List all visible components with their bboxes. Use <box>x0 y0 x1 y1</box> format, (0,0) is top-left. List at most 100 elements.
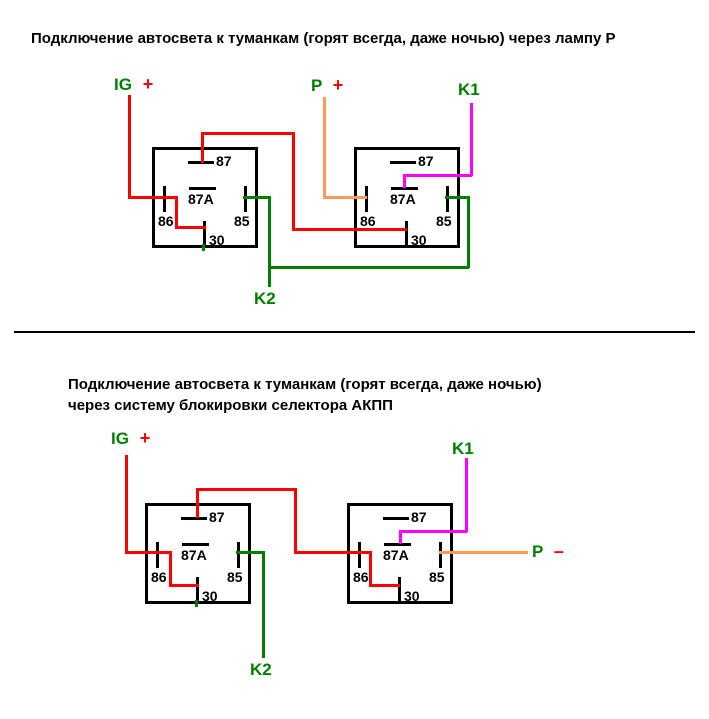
top-relay1-85-to-k2-seg2 <box>268 196 271 287</box>
pin-86-contact <box>156 542 159 568</box>
top-k1-to-relay2-87a-seg3 <box>403 174 406 188</box>
top-relay1-87-to-relay2-30-seg1 <box>201 132 204 163</box>
terminal-p-bottom-sign: – <box>553 541 564 561</box>
pin-87a-contact <box>391 187 418 190</box>
pin-30-label: 30 <box>404 588 420 604</box>
terminal-p-top: P + <box>311 75 344 95</box>
bottom-relay3-87-to-relay4-seg6 <box>369 584 400 587</box>
terminal-k2-bottom-label: K2 <box>250 660 272 679</box>
pin-86-contact <box>163 186 166 212</box>
terminal-k2-top-label: K2 <box>254 289 276 308</box>
terminal-ig-top: IG + <box>114 74 154 94</box>
top-p-to-relay2-86-seg2 <box>323 196 367 199</box>
bottom-relay3-87-to-relay4-seg2 <box>196 488 296 491</box>
top-relay1-85-to-k2-seg1 <box>243 196 270 199</box>
bottom-relay4-85-to-p-seg1 <box>439 551 528 554</box>
pin-85-label: 85 <box>234 213 250 229</box>
terminal-p-bottom: P – <box>532 541 564 561</box>
top-relay1-87-to-relay2-30-seg3 <box>292 132 295 230</box>
pin-87a-label: 87A <box>188 191 214 207</box>
bottom-relay3-87-to-relay4-seg3 <box>294 488 297 553</box>
bottom-diagram-title: Подключение автосвета к туманкам (горят … <box>68 374 542 416</box>
pin-86-contact <box>358 542 361 568</box>
pin-87-contact <box>383 517 409 520</box>
bottom-k1-to-relay4-87a-seg2 <box>399 530 467 533</box>
bottom-relay3-87-to-relay4-seg5 <box>369 551 372 586</box>
terminal-ig-top-sign: + <box>142 74 154 94</box>
pin-30-contact <box>196 577 199 601</box>
terminal-k1-top: K1 <box>458 81 480 98</box>
pin-86-label: 86 <box>151 569 167 585</box>
top-relay1-87-to-relay2-30-seg2 <box>201 132 294 135</box>
pin-85-label: 85 <box>436 213 452 229</box>
pin-85-contact <box>244 186 247 212</box>
pin-86-label: 86 <box>360 213 376 229</box>
terminal-ig-bottom-sign: + <box>139 428 151 448</box>
terminal-k1-bottom-label: K1 <box>452 439 474 458</box>
pin-87a-label: 87A <box>383 547 409 563</box>
top-relay2-85-to-k2-bus-seg1 <box>445 196 469 199</box>
bottom-title-line2: через систему блокировки селектора АКПП <box>68 397 393 414</box>
bottom-relay3-87-to-relay4-seg1 <box>196 488 199 518</box>
pin-86-label: 86 <box>158 213 174 229</box>
pin-30-label: 30 <box>209 232 225 248</box>
top-k1-to-relay2-87a-seg2 <box>403 174 472 177</box>
bottom-relay3-30-tick-seg1 <box>195 600 198 607</box>
top-relay1-30-tick-seg1 <box>202 244 205 251</box>
pin-87a-label: 87A <box>181 547 207 563</box>
bottom-ig-to-relay3-86-30-seg3 <box>169 551 172 586</box>
bottom-ig-to-relay3-86-30-seg2 <box>125 551 171 554</box>
pin-85-contact <box>439 542 442 568</box>
top-k1-to-relay2-87a-seg1 <box>470 103 473 176</box>
terminal-ig-top-label: IG <box>114 75 132 94</box>
pin-30-label: 30 <box>202 588 218 604</box>
pin-30-contact <box>398 577 401 601</box>
pin-85-label: 85 <box>429 569 445 585</box>
bottom-ig-to-relay3-86-30-seg4 <box>169 584 199 587</box>
section-divider <box>14 331 695 333</box>
bottom-relay3-87-to-relay4-seg4 <box>294 551 371 554</box>
terminal-k1-top-label: K1 <box>458 80 480 99</box>
pin-87-contact <box>390 161 416 164</box>
bottom-relay3-85-to-k2-seg2 <box>262 551 265 658</box>
pin-85-contact <box>446 186 449 212</box>
top-relay2-85-to-k2-bus-seg3 <box>268 266 469 269</box>
terminal-k2-bottom: K2 <box>250 661 272 678</box>
bottom-k1-to-relay4-87a-seg1 <box>465 458 468 532</box>
terminal-p-bottom-label: P <box>532 542 544 561</box>
pin-30-contact <box>203 221 206 245</box>
bottom-relay3-85-to-k2-seg1 <box>236 551 264 554</box>
bottom-k1-to-relay4-87a-seg3 <box>399 530 402 544</box>
top-diagram-title: Подключение автосвета к туманкам (горят … <box>31 30 616 47</box>
terminal-p-top-label: P <box>311 76 323 95</box>
top-ig-to-relay1-86-30-seg3 <box>175 196 178 228</box>
top-ig-to-relay1-86-30-seg2 <box>128 196 177 199</box>
terminal-ig-bottom-label: IG <box>111 429 129 448</box>
terminal-k1-bottom: K1 <box>452 440 474 457</box>
top-ig-to-relay1-86-30-seg4 <box>175 226 206 229</box>
terminal-ig-bottom: IG + <box>111 428 151 448</box>
pin-87a-contact <box>189 187 216 190</box>
relay-bottom-left: 87 87A 86 85 30 <box>145 503 251 604</box>
relay-top-right: 87 87A 86 85 30 <box>354 147 460 248</box>
bottom-title-line1: Подключение автосвета к туманкам (горят … <box>68 376 542 393</box>
pin-85-label: 85 <box>227 569 243 585</box>
top-relay1-87-to-relay2-30-seg4 <box>292 228 407 231</box>
pin-87-contact <box>181 517 207 520</box>
terminal-k2-top: K2 <box>254 290 276 307</box>
top-p-to-relay2-86-seg1 <box>323 97 326 198</box>
terminal-p-top-sign: + <box>332 75 344 95</box>
pin-86-label: 86 <box>353 569 369 585</box>
top-relay2-85-to-k2-bus-seg2 <box>467 196 470 268</box>
pin-87-label: 87 <box>209 509 225 525</box>
pin-86-contact <box>365 186 368 212</box>
pin-30-contact <box>405 221 408 245</box>
pin-87-label: 87 <box>216 153 232 169</box>
pin-87-label: 87 <box>411 509 427 525</box>
pin-30-label: 30 <box>411 232 427 248</box>
pin-85-contact <box>237 542 240 568</box>
relay-top-left: 87 87A 86 85 30 <box>152 147 258 248</box>
pin-87a-label: 87A <box>390 191 416 207</box>
top-ig-to-relay1-86-30-seg1 <box>128 95 131 198</box>
